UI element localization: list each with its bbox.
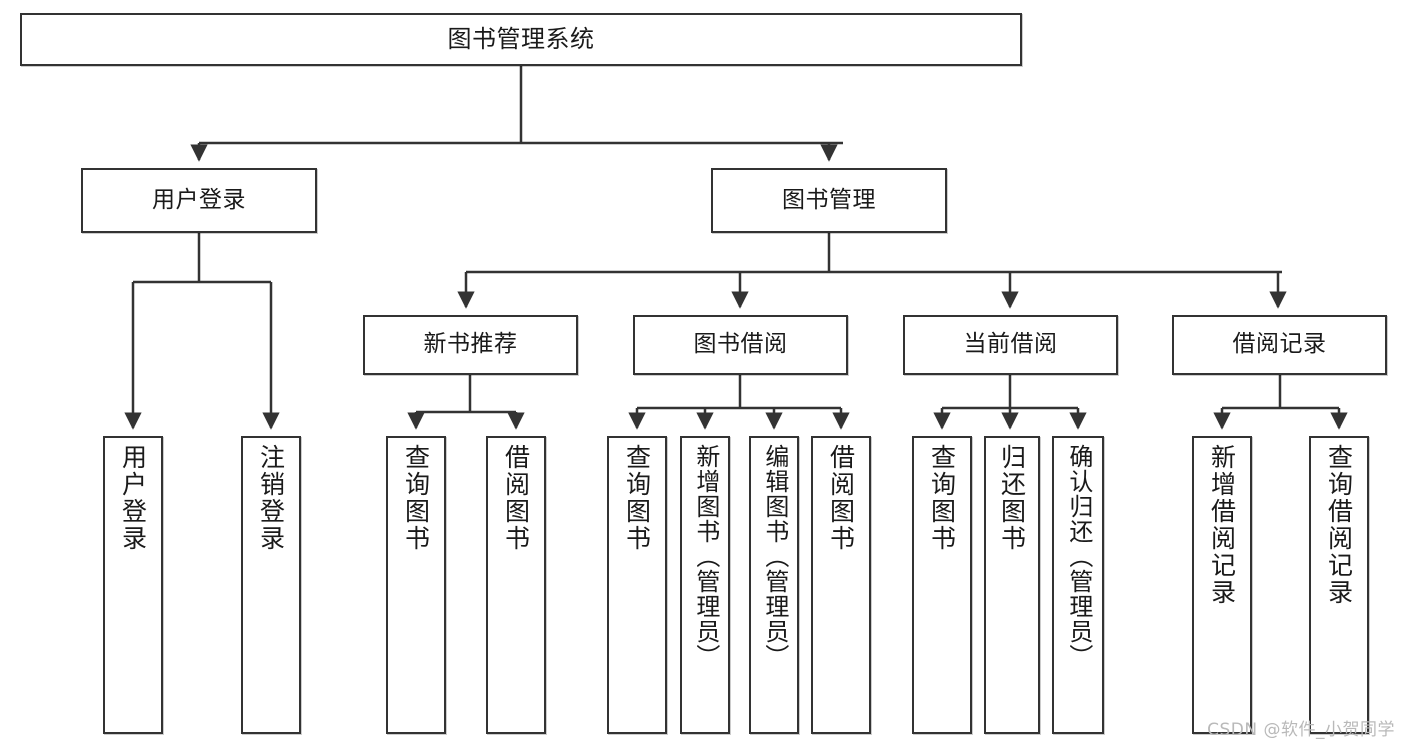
node-book-borrow[interactable]: 图书借阅 — [633, 315, 848, 375]
node-label: 新书推荐 — [423, 331, 518, 358]
node-label: 当前借阅 — [963, 331, 1058, 358]
leaf-return-book[interactable]: 归还图书 — [984, 436, 1040, 734]
node-label: 编辑图书（管理员） — [760, 444, 789, 669]
node-label: 查询图书 — [927, 444, 957, 552]
leaf-query-book-borrow[interactable]: 查询图书 — [607, 436, 667, 734]
node-label: 借阅图书 — [501, 444, 531, 552]
node-label: 图书管理 — [782, 186, 876, 213]
node-label: 新增借阅记录 — [1207, 444, 1237, 606]
node-label: 归还图书 — [997, 444, 1027, 552]
node-label: 查询图书 — [622, 444, 652, 552]
node-label: 查询借阅记录 — [1324, 444, 1354, 606]
leaf-borrow-book-newbook[interactable]: 借阅图书 — [486, 436, 546, 734]
leaf-borrow-book[interactable]: 借阅图书 — [811, 436, 871, 734]
leaf-add-book-admin[interactable]: 新增图书（管理员） — [680, 436, 730, 734]
node-label: 图书管理系统 — [447, 25, 595, 54]
node-label: 新增图书（管理员） — [691, 444, 720, 669]
node-label: 用户登录 — [152, 186, 246, 213]
node-current-borrow[interactable]: 当前借阅 — [903, 315, 1118, 375]
leaf-query-book-current[interactable]: 查询图书 — [912, 436, 972, 734]
leaf-query-book-newbook[interactable]: 查询图书 — [386, 436, 446, 734]
leaf-edit-book-admin[interactable]: 编辑图书（管理员） — [749, 436, 799, 734]
node-label: 图书借阅 — [693, 331, 788, 358]
node-label: 借阅图书 — [826, 444, 856, 552]
node-label: 确认归还（管理员） — [1064, 444, 1093, 669]
leaf-confirm-return-admin[interactable]: 确认归还（管理员） — [1052, 436, 1104, 734]
node-new-book-recommend[interactable]: 新书推荐 — [363, 315, 578, 375]
node-label: 借阅记录 — [1232, 331, 1327, 358]
leaf-add-borrow-record[interactable]: 新增借阅记录 — [1192, 436, 1252, 734]
csdn-watermark: CSDN @软件_小贺同学 — [1207, 720, 1395, 740]
leaf-user-login[interactable]: 用户登录 — [103, 436, 163, 734]
node-label: 查询图书 — [401, 444, 431, 552]
node-label: 用户登录 — [118, 444, 148, 552]
leaf-query-borrow-record[interactable]: 查询借阅记录 — [1309, 436, 1369, 734]
node-user-login[interactable]: 用户登录 — [81, 168, 317, 233]
leaf-logout[interactable]: 注销登录 — [241, 436, 301, 734]
node-book-management[interactable]: 图书管理 — [711, 168, 947, 233]
node-root-system[interactable]: 图书管理系统 — [20, 13, 1022, 66]
node-label: 注销登录 — [256, 444, 286, 552]
node-borrow-record[interactable]: 借阅记录 — [1172, 315, 1387, 375]
